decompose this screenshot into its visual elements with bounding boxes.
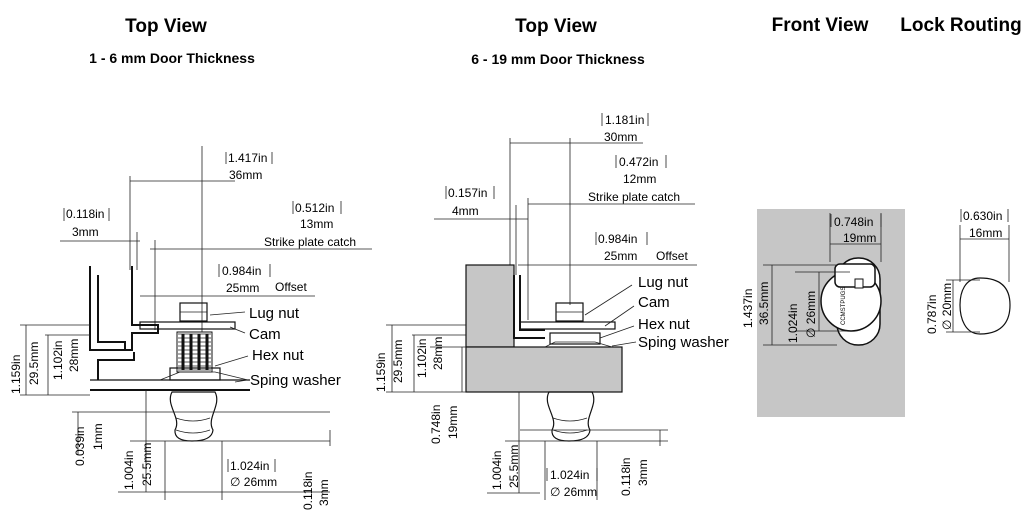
left-dia-in: 1.024in: [230, 459, 269, 473]
mid-lug-nut-label: Lug nut: [638, 274, 689, 291]
routing-width-mm: 16mm: [969, 226, 1002, 240]
mid-hex-nut-label: Hex nut: [638, 316, 691, 333]
mid-door-in: 0.748in: [429, 405, 443, 444]
mid-strike-mm: 12mm: [623, 172, 656, 186]
left-dia-mm: ∅ 26mm: [230, 475, 277, 489]
front-width-mm: 19mm: [843, 231, 876, 245]
mid-h1-in: 1.159in: [374, 353, 388, 392]
mid-h1-mm: 29.5mm: [391, 340, 405, 383]
lock-routing-drawing: 0.630in 16mm 0.787in ∅ 20mm: [925, 209, 1011, 335]
left-threaded-shaft: [176, 331, 213, 373]
mid-offset-label: Offset: [656, 249, 688, 263]
mid-overall-in: 1.181in: [605, 113, 644, 127]
left-view-title: Top View: [125, 16, 207, 37]
left-strike-label: Strike plate catch: [264, 235, 356, 249]
mid-offset-in: 0.984in: [598, 232, 637, 246]
mid-gap-mm: 4mm: [452, 204, 479, 218]
left-door-mm: 1mm: [91, 423, 105, 450]
mid-view-drawing: 1.181in 30mm 0.472in 12mm Strike plate c…: [374, 113, 729, 500]
left-lug-nut-label: Lug nut: [249, 305, 300, 322]
left-flange-in: 0.118in: [301, 472, 315, 510]
mid-offset-mm: 25mm: [604, 249, 637, 263]
left-overall-mm: 36mm: [229, 168, 262, 182]
front-view-drawing: CCMSTPUGS 0.748in 19mm 1.437in 36.5mm 1.…: [741, 209, 905, 417]
mid-view-subtitle: 6 - 19 mm Door Thickness: [471, 51, 645, 67]
left-gap-mm: 3mm: [72, 225, 99, 239]
left-h1-mm: 29.5mm: [27, 342, 41, 385]
left-spring-washer-label: Sping washer: [250, 372, 341, 389]
mid-h2-mm: 28mm: [431, 337, 445, 370]
lock-routing-title: Lock Routing: [900, 15, 1021, 36]
mid-dia-in: 1.024in: [550, 468, 589, 482]
left-offset-in: 0.984in: [222, 264, 261, 278]
mid-cam-label: Cam: [638, 294, 670, 311]
left-strike-mm: 13mm: [300, 217, 333, 231]
routing-height-in: 0.787in: [925, 295, 939, 334]
front-brand-text: CCMSTPUGS: [841, 287, 847, 325]
mid-strike-label: Strike plate catch: [588, 190, 680, 204]
mid-overall-mm: 30mm: [604, 130, 637, 144]
mid-strike-in: 0.472in: [619, 155, 658, 169]
mid-knob-in: 1.004in: [490, 451, 504, 490]
mid-flange-mm: 3mm: [636, 459, 650, 486]
left-strike-in: 0.512in: [295, 201, 334, 215]
mid-door-mm: 19mm: [446, 406, 460, 439]
left-offset-label: Offset: [275, 280, 307, 294]
left-door-in: 0.039in: [73, 427, 87, 466]
mid-knob-mm: 25.5mm: [507, 445, 521, 488]
mid-view-title: Top View: [515, 16, 597, 37]
left-flange-mm: 3mm: [317, 479, 331, 506]
mid-spring-washer-label: Sping washer: [638, 334, 729, 351]
front-height-mm: 36.5mm: [757, 282, 771, 325]
left-knob-mm: 25.5mm: [140, 443, 154, 486]
left-offset-mm: 25mm: [226, 281, 259, 295]
routing-width-in: 0.630in: [963, 209, 1002, 223]
left-gap-in: 0.118in: [66, 207, 104, 221]
mid-gap-in: 0.157in: [448, 186, 487, 200]
left-h2-mm: 28mm: [67, 339, 81, 372]
front-height-in: 1.437in: [741, 289, 755, 328]
front-dia-in: 1.024in: [786, 304, 800, 343]
mid-dia-mm: ∅ 26mm: [550, 485, 597, 499]
front-dia-mm: ∅ 26mm: [804, 291, 818, 338]
left-view-subtitle: 1 - 6 mm Door Thickness: [89, 50, 255, 66]
left-knob-in: 1.004in: [122, 451, 136, 490]
left-overall-in: 1.417in: [228, 151, 267, 165]
front-view-title: Front View: [772, 15, 869, 36]
mid-flange-in: 0.118in: [619, 458, 633, 496]
routing-height-mm: ∅ 20mm: [940, 283, 954, 330]
mid-h2-in: 1.102in: [415, 339, 429, 378]
left-h2-in: 1.102in: [51, 341, 65, 380]
left-h1-in: 1.159in: [9, 355, 23, 394]
left-cam-label: Cam: [249, 326, 281, 343]
left-hex-nut-label: Hex nut: [252, 347, 305, 364]
front-width-in: 0.748in: [834, 215, 873, 229]
left-view-drawing: 1.417in 36mm 0.512in 13mm Strike plate c…: [9, 146, 372, 510]
